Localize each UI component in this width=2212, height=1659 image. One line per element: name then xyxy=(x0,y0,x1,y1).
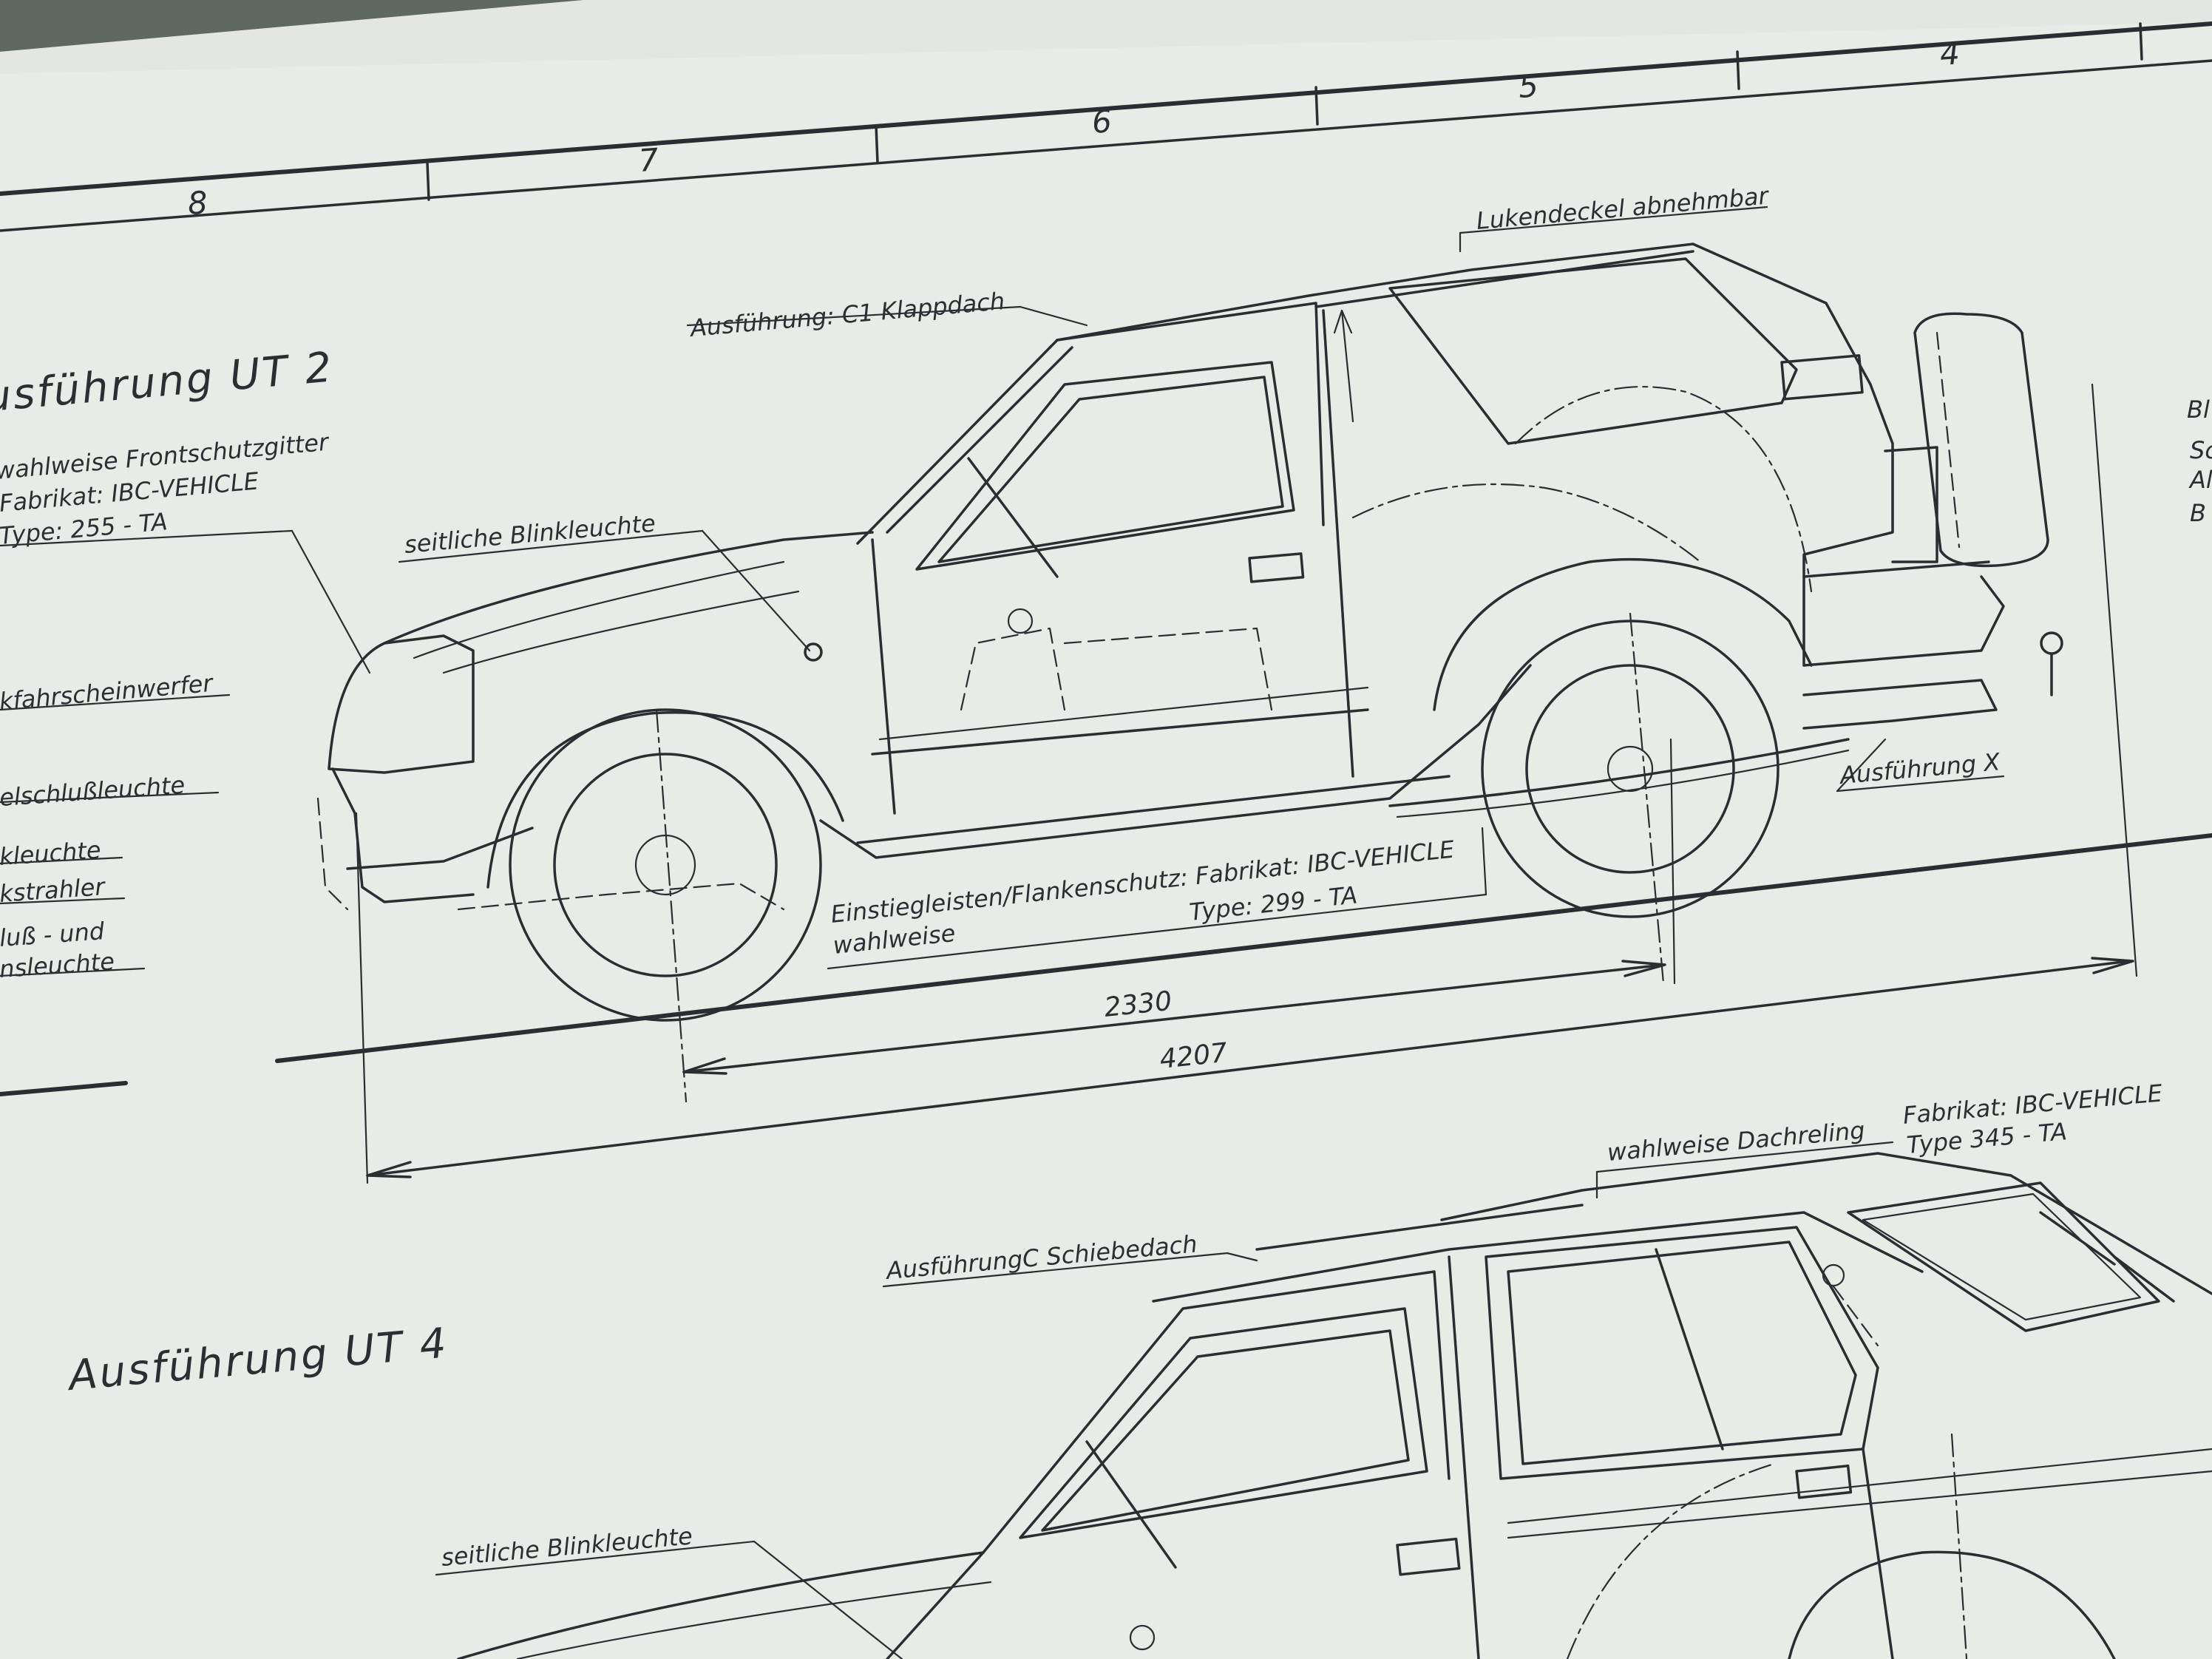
ut2-leader-lines xyxy=(0,206,2005,977)
zone-label-4: 4 xyxy=(1938,35,1961,72)
zone-border xyxy=(0,21,2212,232)
ut4-leader-lines xyxy=(435,1141,1894,1659)
ut4-vehicle-drawing xyxy=(457,1152,2212,1659)
zone-label-8: 8 xyxy=(186,184,208,222)
ut2-right-edge-3: Al xyxy=(2188,466,2212,494)
zone-label-6: 6 xyxy=(1090,103,1113,140)
ut2-right-edge-2: Sc xyxy=(2190,436,2212,464)
zone-label-7: 7 xyxy=(637,141,659,179)
ut2-vehicle-drawing xyxy=(0,242,2212,1184)
ut2-wheelbase-dimension: 2330 xyxy=(1103,986,1173,1023)
zone-label-5: 5 xyxy=(1517,67,1539,105)
ut2-dimension-lines xyxy=(366,957,2134,1178)
ut2-right-edge-4: B xyxy=(2190,499,2206,527)
ut2-right-edge-1: Bl xyxy=(2187,396,2210,424)
ut2-overall-length-dimension: 4207 xyxy=(1158,1038,1229,1075)
